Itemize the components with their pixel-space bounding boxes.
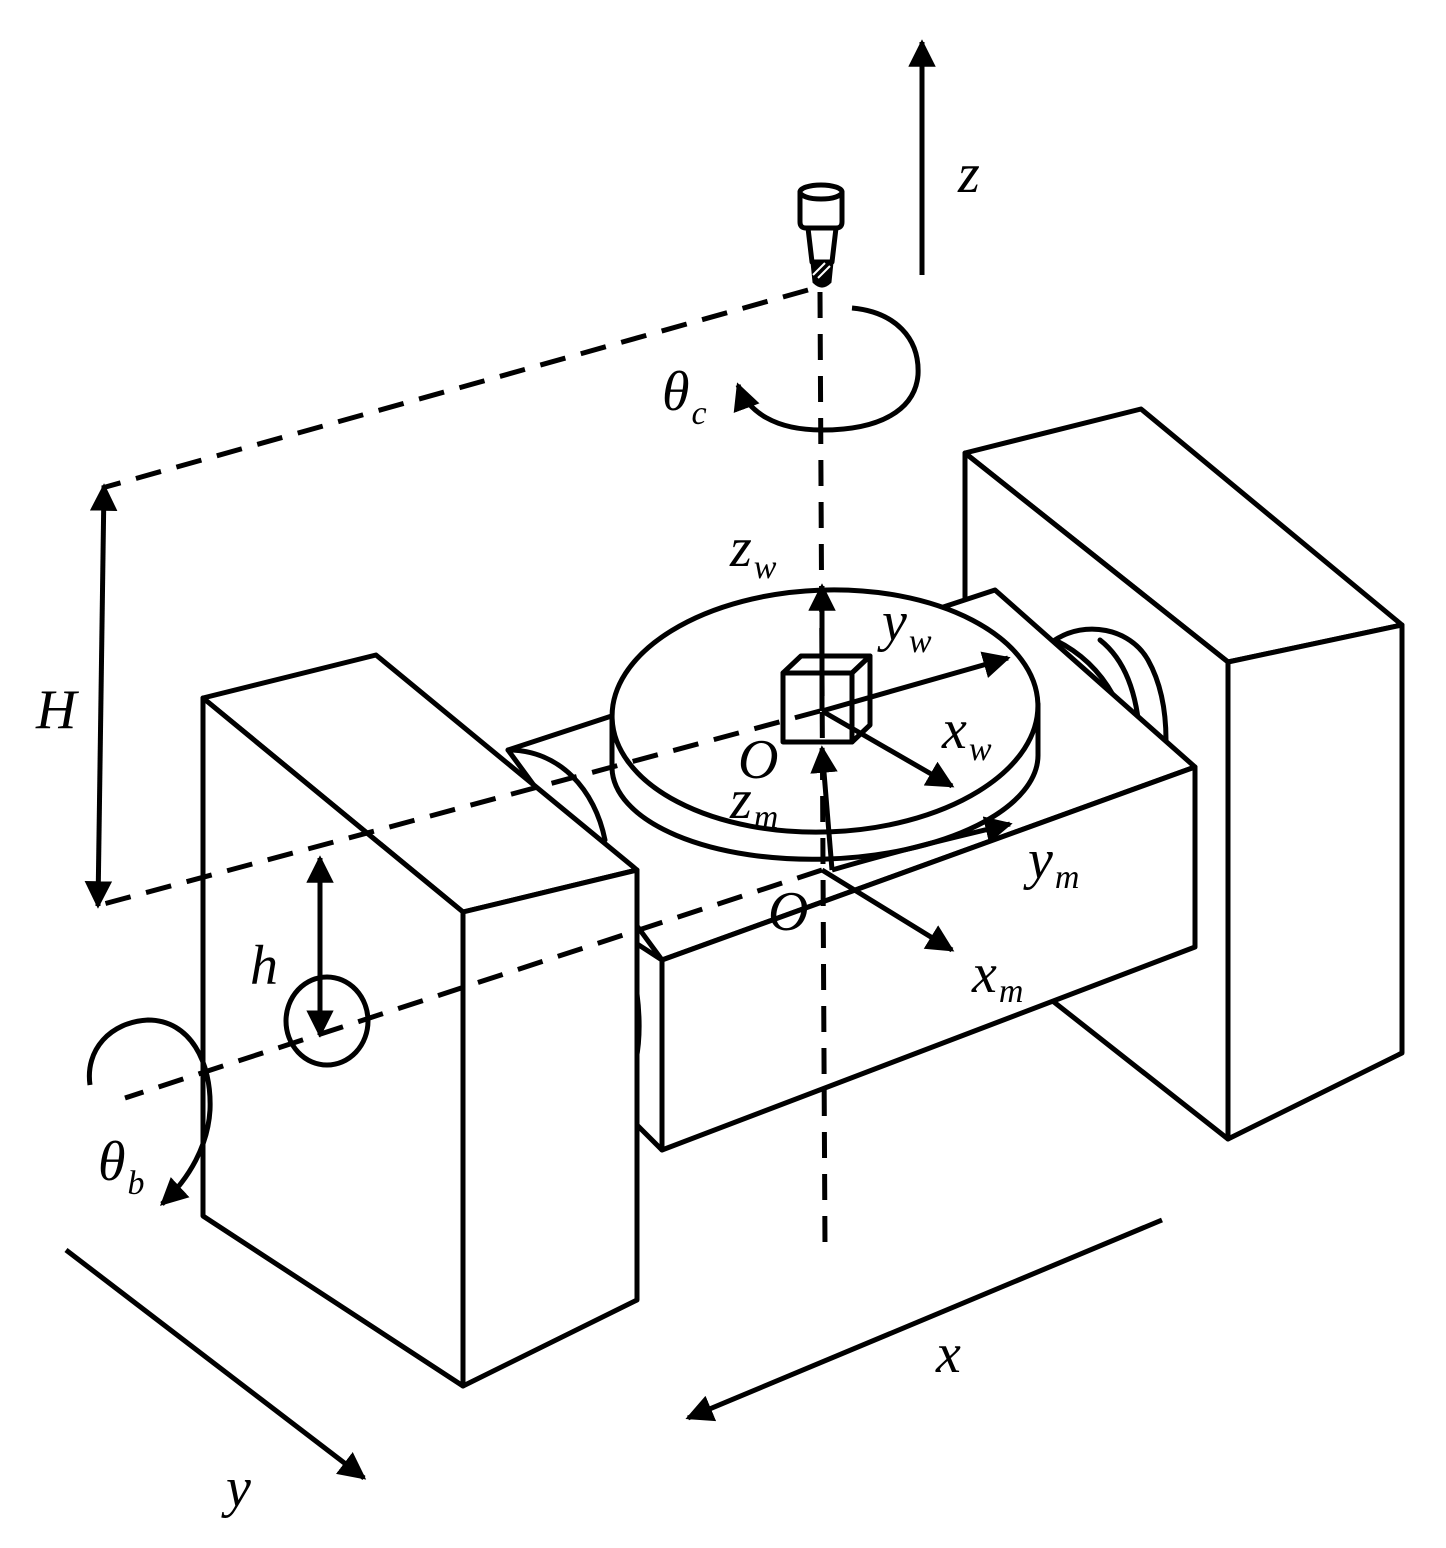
label-y: y	[221, 1457, 251, 1519]
label-theta-b: θb	[98, 1131, 145, 1202]
workpiece-cube	[780, 653, 873, 745]
y-m-axis-arrow	[831, 816, 1013, 873]
x-w-axis-arrow	[820, 708, 955, 789]
label-x: x	[935, 1323, 961, 1385]
label-y-m: ym	[1023, 829, 1079, 896]
left-block-side-face	[460, 867, 640, 1389]
y-axis-arrow	[64, 1248, 367, 1480]
x-axis-arrow	[685, 1217, 1163, 1422]
c-rotation-arrow	[733, 305, 921, 433]
tilt-pivot-circle	[283, 974, 371, 1068]
left-support-block	[200, 652, 640, 1389]
right-block-side-face	[1225, 622, 1405, 1142]
tool-height-dashed-line	[101, 287, 809, 491]
label-origin-machine: O	[768, 881, 808, 943]
label-theta-c: θc	[662, 361, 707, 432]
label-H: H	[35, 679, 79, 741]
label-z-w: zw	[729, 517, 777, 586]
tilt-axis-dashed-line	[124, 867, 823, 1101]
label-y-w: yw	[877, 591, 932, 660]
b-rotation-arrow	[86, 1017, 213, 1206]
z-m-axis-arrow	[810, 745, 838, 871]
y-w-axis-arrow	[821, 651, 1011, 714]
label-z-m: zm	[729, 769, 778, 836]
height-H-dimension-arrow	[84, 483, 118, 909]
x-m-axis-arrow	[820, 867, 955, 953]
label-h: h	[250, 935, 278, 997]
cutting-tool-icon	[797, 182, 845, 288]
label-z: z	[957, 143, 980, 205]
label-x-m: xm	[971, 943, 1023, 1010]
label-origin-workpiece: O	[738, 729, 778, 791]
label-x-w: xw	[941, 699, 992, 768]
